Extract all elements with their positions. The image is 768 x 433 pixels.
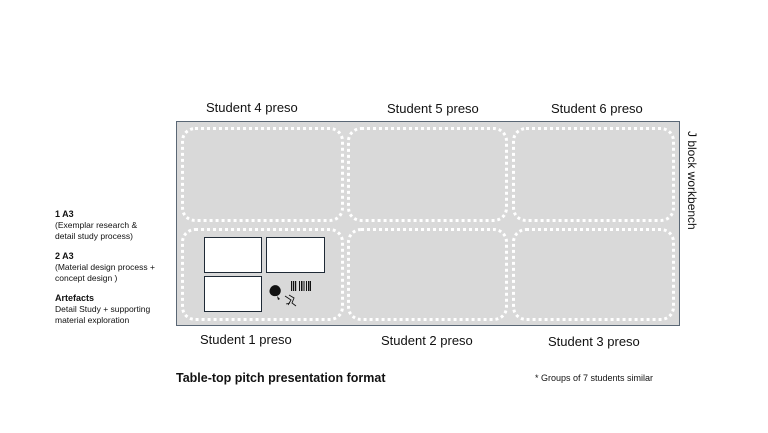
legend-item-artefacts: Artefacts Detail Study + supporting mate… xyxy=(55,293,150,326)
legend-item-a3-2: 2 A3 (Material design process + concept … xyxy=(55,251,155,284)
footnote: * Groups of 7 students similar xyxy=(535,373,654,383)
workbench-label-text: J block workbench xyxy=(685,130,699,230)
legend-line: (Material design process + xyxy=(55,262,155,272)
zone-student-1 xyxy=(181,228,344,321)
legend-line: detail study process) xyxy=(55,231,133,241)
legend-heading: 2 A3 xyxy=(55,251,74,261)
zone-student-6 xyxy=(512,127,675,222)
zone-student-5 xyxy=(347,127,508,222)
legend-item-a3-1: 1 A3 (Exemplar research & detail study p… xyxy=(55,209,137,242)
legend-line: concept design ) xyxy=(55,273,118,283)
legend-heading: Artefacts xyxy=(55,293,95,303)
student-4-label: Student 4 preso xyxy=(206,100,298,115)
zone-student-3 xyxy=(512,228,675,321)
artefact-icons xyxy=(269,281,311,307)
legend-line: (Exemplar research & xyxy=(55,220,138,230)
workbench-side-label: J block workbench xyxy=(682,121,702,239)
student-1-label: Student 1 preso xyxy=(200,332,292,347)
a3-sheet-3 xyxy=(204,276,262,312)
a3-sheet-2 xyxy=(266,237,325,273)
zone-student-2 xyxy=(347,228,508,321)
diagram-caption: Table-top pitch presentation format xyxy=(176,371,386,385)
student-6-label: Student 6 preso xyxy=(551,101,643,116)
student-5-label: Student 5 preso xyxy=(387,101,479,116)
legend-heading: 1 A3 xyxy=(55,209,74,219)
student-3-label: Student 3 preso xyxy=(548,334,640,349)
legend-line: material exploration xyxy=(55,315,130,325)
student-2-label: Student 2 preso xyxy=(381,333,473,348)
zone-student-4 xyxy=(181,127,344,222)
workbench-board xyxy=(176,121,680,326)
legend-line: Detail Study + supporting xyxy=(55,304,151,314)
a3-sheet-1 xyxy=(204,237,262,273)
